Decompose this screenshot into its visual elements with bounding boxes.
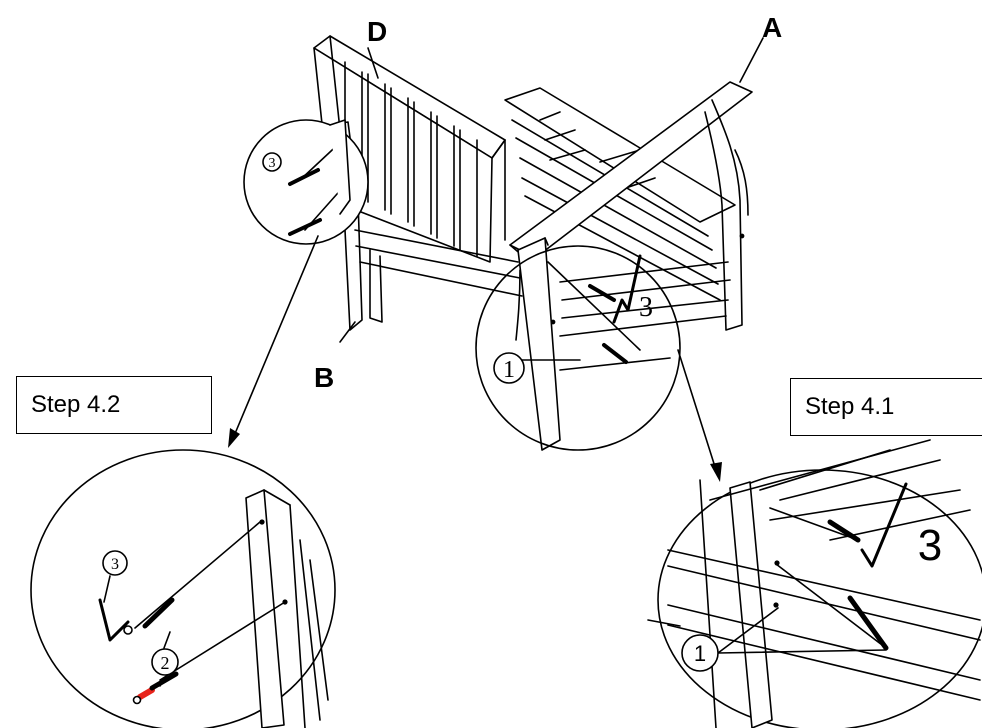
callout-detail-left-2: 2 <box>161 653 170 673</box>
detail-view-step-4-2 <box>30 449 336 728</box>
magnifier-circle-main <box>475 245 681 451</box>
callout-main-3: 3 <box>639 292 653 323</box>
callout-main-1: 1 <box>503 357 515 383</box>
callout-small-3: 3 <box>269 156 276 171</box>
arrow-to-step-4-1 <box>677 349 722 482</box>
part-label-b: B <box>314 362 335 393</box>
callout-detail-left-3: 3 <box>111 556 119 573</box>
callout-markers <box>102 152 719 676</box>
step-4-2-label: Step 4.2 <box>16 376 212 434</box>
detail-view-step-4-1 <box>647 439 982 728</box>
label-leaders <box>339 37 764 343</box>
step-4-1-label: Step 4.1 <box>790 378 982 436</box>
chair-illustration <box>243 35 753 451</box>
part-label-a: A <box>762 12 783 43</box>
callout-detail-right-1: 1 <box>694 641 706 666</box>
magnifier-small <box>243 119 369 245</box>
part-label-d: D <box>367 16 388 47</box>
arrow-to-step-4-2 <box>228 235 319 448</box>
backrest-d <box>313 35 506 263</box>
callout-detail-right-3: 3 <box>918 521 942 570</box>
chair-bolts <box>517 254 642 364</box>
front-frame <box>517 237 731 451</box>
